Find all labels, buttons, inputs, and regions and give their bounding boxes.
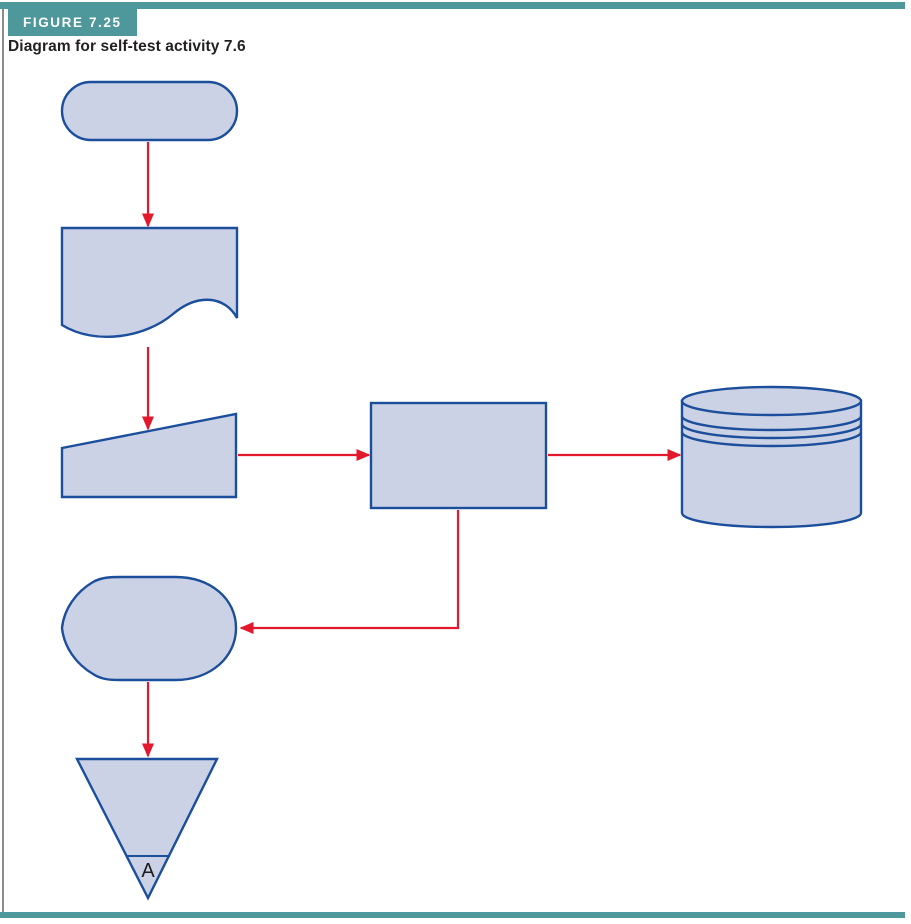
edge-process-to-display [239, 510, 460, 634]
node-display [60, 575, 238, 682]
bottom-accent-bar [0, 912, 905, 918]
figure-badge: FIGURE 7.25 [8, 9, 137, 36]
node-terminator [60, 80, 239, 142]
node-manual-input [60, 412, 238, 499]
offline-storage-label: A [141, 860, 155, 882]
node-offline-storage: A [75, 757, 219, 901]
figure-caption: Diagram for self-test activity 7.6 [8, 38, 246, 55]
top-accent-bar [0, 2, 905, 9]
node-document [60, 226, 239, 338]
left-border-line [2, 9, 4, 912]
node-disk-storage [680, 385, 863, 529]
node-process [369, 401, 548, 510]
